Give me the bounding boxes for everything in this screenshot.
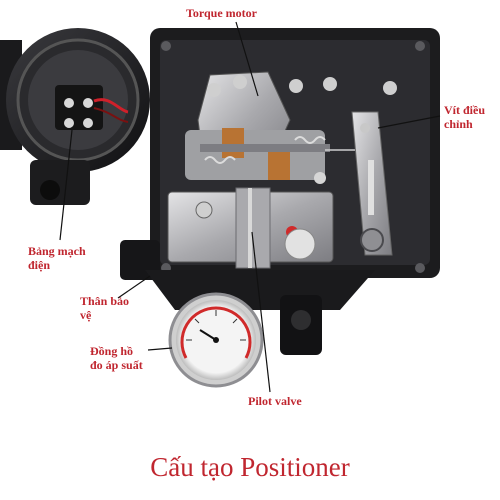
label-dong-ho-line2: đo áp suất — [90, 358, 143, 372]
pointer-than-bao-ve — [117, 275, 151, 299]
pointer-dong-ho — [147, 347, 173, 351]
label-than-bao-ve: Thân bảo vệ — [80, 294, 129, 322]
label-torque-motor: Torque motor — [186, 6, 258, 20]
pointer-torque-motor — [235, 21, 259, 97]
label-vit-dieu-chinh-line2: chỉnh — [444, 117, 473, 131]
label-vit-dieu-chinh-line1: Vít điều — [444, 103, 486, 117]
diagram-caption: Cấu tạo Positioner — [150, 452, 350, 482]
pilot-valve-block — [167, 75, 397, 269]
label-vit-dieu-chinh: Vít điều chỉnh — [444, 103, 485, 131]
pointer-vit-dieu-chinh — [377, 115, 441, 129]
label-dong-ho-ap-suat: Đồng hồ đo áp suất — [90, 344, 143, 372]
torque-motor-assembly — [185, 71, 360, 180]
label-than-bao-ve-line1: Thân bảo — [80, 294, 130, 308]
label-than-bao-ve-line2: vệ — [80, 308, 92, 322]
label-pilot-valve: Pilot valve — [248, 394, 302, 408]
pointer-pilot-valve — [251, 231, 271, 393]
label-bang-mach-line2: điện — [28, 258, 51, 272]
label-bang-mach-dien: Bảng mạch điện — [28, 244, 86, 272]
pressure-gauge — [168, 292, 264, 388]
label-bang-mach-line1: Bảng mạch — [28, 244, 86, 258]
pointer-lines — [59, 21, 441, 393]
adjustment-arm — [351, 111, 393, 256]
label-dong-ho-line1: Đồng hồ — [90, 344, 134, 358]
pointer-bang-mach — [59, 129, 73, 241]
terminal-housing — [0, 28, 150, 205]
